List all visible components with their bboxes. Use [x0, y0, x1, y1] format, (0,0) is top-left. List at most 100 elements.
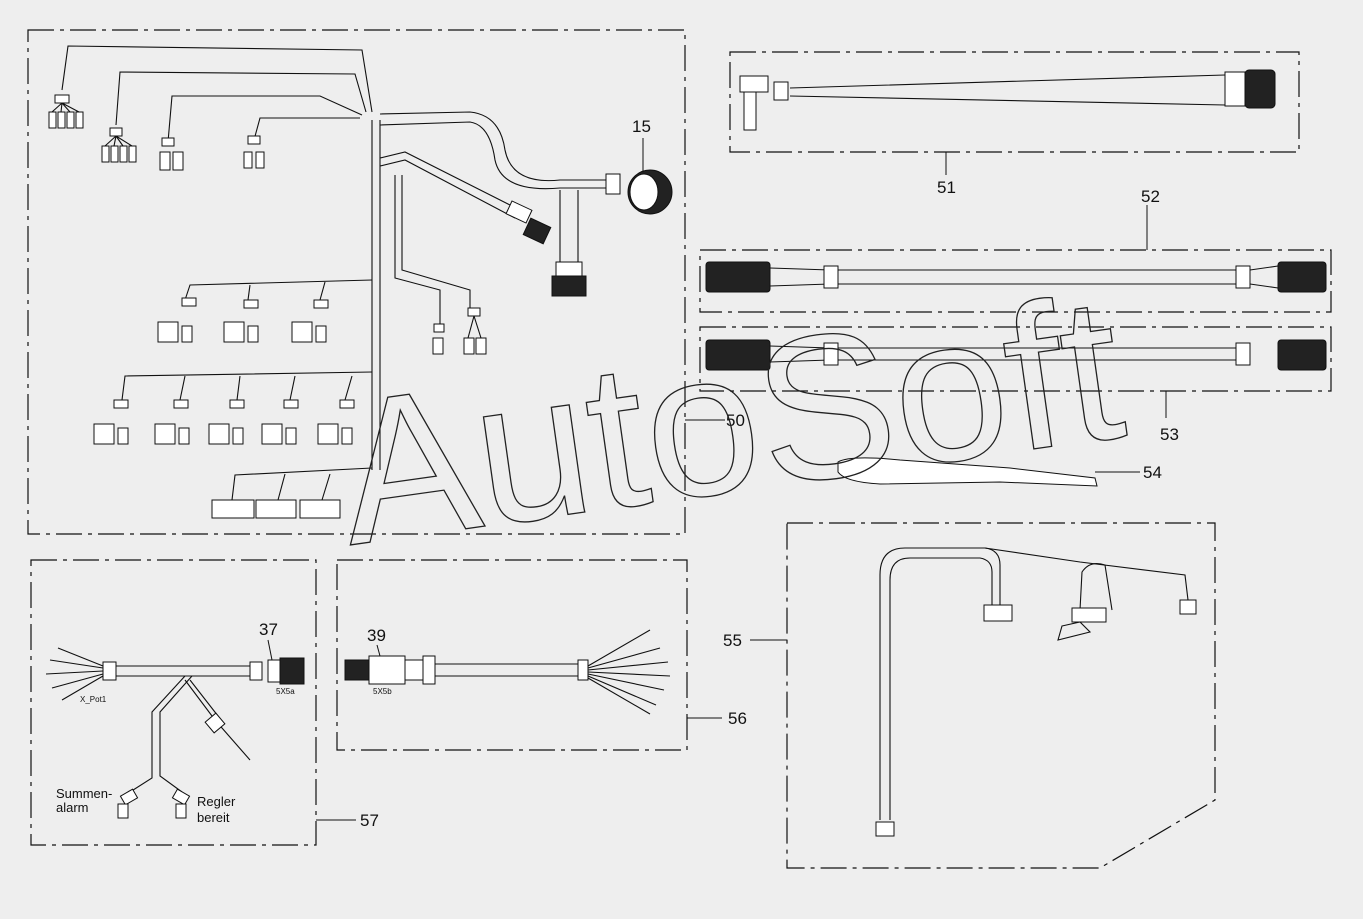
connector-55-2: [1071, 607, 1107, 623]
connector-53-right: [1277, 339, 1327, 371]
branch-diag-b: [379, 159, 516, 219]
sleeve-53-left: [823, 342, 839, 366]
sleeve-57-diag: [204, 712, 226, 734]
callout-54: 54: [1143, 463, 1162, 482]
connector-regler: [171, 788, 191, 806]
watermark: AutoSoft: [324, 252, 1135, 588]
sleeve-53-right: [1235, 342, 1251, 366]
connector-51-right: [1244, 69, 1276, 109]
label-summen-1: Summen-: [56, 786, 112, 801]
connector-53-left: [705, 339, 771, 371]
branch-57-down: [129, 675, 193, 793]
strap-54: [837, 457, 1098, 487]
leader-37: [267, 639, 273, 661]
connector-39-ring: [422, 655, 436, 685]
cable-56: [435, 663, 578, 677]
sleeve-52-right: [1235, 265, 1251, 289]
callout-55: 55: [723, 631, 742, 650]
diag-connector: [522, 217, 552, 245]
fanout-56: [587, 629, 671, 715]
bracket-55: [1057, 621, 1092, 641]
branch-to-15b: [379, 121, 612, 190]
main-trunk: [371, 120, 381, 470]
connector-summen: [119, 788, 139, 806]
sleeve-15: [605, 173, 621, 195]
callout-37: 37: [259, 620, 278, 639]
callout-56: 56: [728, 709, 747, 728]
label-summen-2: alarm: [56, 800, 89, 815]
panel-52-frame: [699, 249, 1332, 313]
label-5x5a: 5X5a: [276, 687, 295, 696]
callout-57: 57: [360, 811, 379, 830]
branch-to-15: [379, 111, 612, 182]
connector-52-right: [1277, 261, 1327, 293]
connector-37: [279, 657, 305, 685]
leader-39: [376, 644, 381, 657]
connector-55-3: [1179, 599, 1197, 615]
connector-39-plug: [344, 659, 370, 681]
bottom-row-wires: [231, 467, 373, 501]
item-54-strap: 54: [837, 457, 1162, 487]
panel-57-harness: 37 5X5a X_Pot1 Summen- alarm Regler bere…: [30, 559, 379, 846]
panel-57-frame: [30, 559, 317, 846]
panel-50-main-harness: 15 50: [27, 29, 745, 535]
harness-55-a: [879, 547, 1001, 820]
connector-37-ring: [267, 659, 281, 683]
sleeve-51: [773, 81, 789, 101]
label-regler-1: Regler: [197, 794, 236, 809]
branch-top-2: [115, 71, 367, 126]
terminal-group-2: [101, 127, 137, 163]
cable-52-end: [1249, 265, 1279, 289]
panel-55-harness: 55: [723, 522, 1216, 869]
callout-15: 15: [632, 117, 651, 136]
panel-55-frame: [786, 522, 1216, 869]
connector-lower-ring: [555, 261, 583, 277]
callout-39: 39: [367, 626, 386, 645]
label-5x5b: 5X5b: [373, 687, 392, 696]
fanout-57: [45, 647, 104, 701]
panel-53-cable: 53: [699, 326, 1332, 444]
cable-57: [116, 665, 250, 677]
panel-51-frame: [729, 51, 1300, 153]
label-regler-2: bereit: [197, 810, 230, 825]
panel-56-frame: [336, 559, 688, 751]
panel-51-cable: 51: [729, 51, 1300, 197]
bottom-row-connectors: [211, 499, 341, 519]
diag-sleeve: [505, 200, 533, 224]
terminal-group-4: [243, 135, 265, 169]
connector-51-left-stem: [743, 91, 757, 131]
callout-51: 51: [937, 178, 956, 197]
round-connector-15-face: [629, 173, 659, 211]
sleeve-57-left: [102, 661, 117, 681]
connector-55-1: [983, 604, 1013, 622]
terminal-group-3: [159, 137, 184, 171]
panel-53-frame: [699, 326, 1332, 392]
sleeve-56: [577, 659, 589, 681]
branch-top-4: [253, 117, 360, 141]
harness-55-loop: [1079, 563, 1113, 611]
lower-row-connectors: [93, 399, 355, 445]
panel-50-frame: [27, 29, 686, 535]
sleeve-57-right: [249, 661, 263, 681]
connector-39-body: [368, 655, 406, 685]
connector-51-right-ring: [1224, 71, 1246, 107]
callout-52: 52: [1141, 187, 1160, 206]
cable-51: [789, 74, 1226, 106]
callout-53: 53: [1160, 425, 1179, 444]
branch-right-down: [394, 175, 471, 325]
branch-diag: [379, 151, 521, 211]
branch-top-3: [167, 95, 363, 143]
connector-51-left: [739, 75, 769, 93]
terminal-group-1: [48, 94, 84, 129]
branch-top-1: [61, 45, 373, 113]
mid-row-wires: [184, 279, 373, 301]
harness-55-b: [889, 557, 993, 820]
mid-row-connectors: [157, 297, 329, 343]
panel-52-cable: 52: [699, 187, 1332, 313]
connector-regler-pin: [175, 803, 187, 819]
panel-56-cable: 39 5X5b 56: [336, 559, 747, 751]
connector-52-left: [705, 261, 771, 293]
connector-55-bottom: [875, 821, 895, 837]
